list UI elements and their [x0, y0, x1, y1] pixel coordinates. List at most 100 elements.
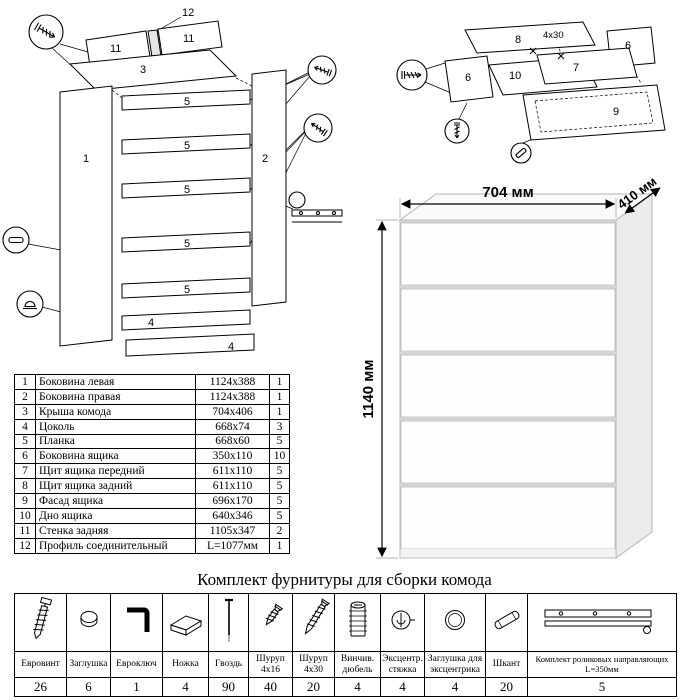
part-number: 12: [14, 537, 36, 554]
cap-plug-icon: [80, 611, 97, 627]
hardware-qty-row: 26 6 1 4 90 40 20 4 4 4 20 5: [14, 677, 677, 697]
top-gap-shadow: [401, 220, 615, 223]
part-label-2: 2: [262, 153, 268, 165]
part-name: Боковина левая: [35, 374, 196, 390]
part-label-8: 8: [515, 34, 521, 46]
screw-icon: [314, 66, 333, 77]
callout-screw-right-1: [307, 55, 337, 85]
hardware-qty: 4: [424, 677, 486, 697]
part-label-11a: 11: [110, 43, 121, 55]
hardware-qty: 4: [334, 677, 381, 697]
part-size: 668x60: [195, 433, 270, 450]
callout-screw-side: [396, 59, 428, 91]
part-name: Щит ящика задний: [35, 478, 196, 495]
screw-icon: [310, 122, 328, 137]
part-label-7: 7: [573, 62, 579, 74]
hardware-icon-cell: [110, 593, 163, 652]
width-dimension-label: 704 мм: [482, 184, 533, 201]
hardware-name: Шуруп 4х16: [248, 651, 293, 678]
callout-dowel: [2, 226, 30, 254]
part-qty: 3: [269, 418, 290, 435]
part-name: Щит ящика передний: [35, 463, 196, 480]
callout-detail: [510, 142, 532, 164]
plank-3: [121, 177, 251, 199]
part-qty: 5: [269, 478, 290, 495]
part-qty: 1: [269, 374, 290, 390]
part-size: 611x110: [195, 478, 270, 495]
hardware-icon-cell: [380, 593, 425, 652]
part-label-5b: 5: [184, 140, 190, 152]
drawer-gap-2: [401, 351, 615, 355]
drawer-front-4: [400, 420, 616, 484]
plank-4: [121, 231, 251, 253]
part-label-5e: 5: [184, 284, 190, 296]
part-number: 11: [14, 522, 36, 539]
wood-screw-short-icon: [265, 603, 283, 626]
part-name: Планка: [35, 433, 196, 450]
cabinet-parts: [59, 20, 287, 357]
screw-icon: [401, 71, 422, 79]
hardware-icon-cell: [248, 593, 293, 652]
part-label-6b: 6: [625, 40, 631, 52]
wood-screw-long-icon: [304, 598, 330, 635]
dresser-side-face: [615, 193, 653, 559]
screw-position-mark-1: [529, 47, 537, 55]
part-number: 7: [14, 463, 36, 480]
hardware-name: Эксцентр. стяжка: [380, 651, 425, 678]
part-label-5a: 5: [184, 96, 190, 108]
part-label-4b: 4: [228, 341, 234, 353]
part-qty: 5: [269, 493, 290, 510]
screw-icon: [454, 122, 460, 139]
part-name: Цоколь: [35, 418, 196, 435]
part-qty: 10: [269, 448, 290, 465]
hardware-qty: 5: [527, 677, 677, 697]
hardware-name: Комплект роликовых направляющих L=350мм: [527, 651, 677, 678]
part-label-12: 12: [182, 7, 194, 19]
plank-1: [121, 89, 251, 111]
hardware-name: Ножка: [162, 651, 209, 678]
hardware-name: Шуруп 4х30: [292, 651, 335, 678]
drawer-front-2: [400, 288, 616, 352]
part-name: Дно ящика: [35, 508, 196, 524]
hardware-names-row: Евровинт Заглушка Евроключ Ножка Гвоздь …: [14, 651, 677, 678]
part-size: 1124x388: [195, 388, 270, 405]
part-label-5d: 5: [184, 238, 190, 250]
plinth-panel-1: [121, 309, 251, 331]
hardware-icon-cell: [527, 593, 677, 652]
hardware-table: Евровинт Заглушка Евроключ Ножка Гвоздь …: [14, 593, 677, 697]
part-qty: 1: [269, 403, 290, 420]
part-qty: 2: [269, 522, 290, 539]
hardware-qty: 90: [208, 677, 249, 697]
part-name: Стенка задняя: [35, 522, 196, 539]
back-panel-right: [157, 20, 223, 56]
hardware-kit-title: Комплект фурнитуры для сборки комода: [197, 570, 492, 589]
hardware-qty: 20: [292, 677, 335, 697]
hardware-qty: 26: [14, 677, 67, 697]
hardware-icon-cell: [424, 593, 486, 652]
part-qty: 5: [269, 433, 290, 450]
dowel-pin-icon: [494, 610, 519, 630]
hardware-qty: 4: [162, 677, 209, 697]
part-labels: 8 4х30 6 6 10 7 9: [465, 30, 631, 118]
hardware-qty: 20: [485, 677, 528, 697]
drawer-exploded-svg: 8 4х30 6 6 10 7 9: [396, 21, 666, 164]
callout-plug: [16, 290, 44, 318]
side-panel-left: [59, 85, 113, 347]
hardware-name: Винчив. дюбель: [334, 651, 381, 678]
callout-screw-vertical: [444, 118, 470, 144]
part-size: 704x406: [195, 403, 270, 420]
part-size: 1124x388: [195, 374, 270, 390]
part-name: Профиль соединительный: [35, 537, 196, 554]
part-name: Фасад ящика: [35, 493, 196, 510]
plug-icon: [23, 301, 37, 310]
drawer-facade: [522, 84, 666, 141]
drawer-exploded-diagram: 8 4х30 6 6 10 7 9: [385, 5, 689, 185]
part-size: 640x346: [195, 508, 270, 524]
